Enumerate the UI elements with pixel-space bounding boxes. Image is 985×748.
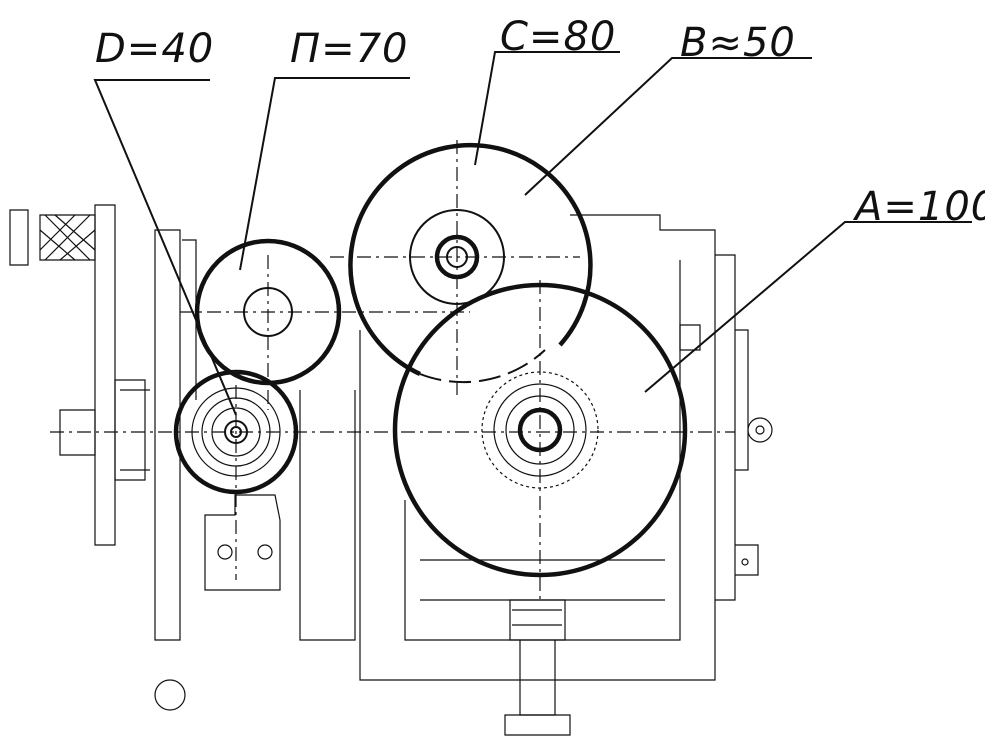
label-gear-b: B≈50 <box>680 20 796 66</box>
gear-p <box>194 238 342 386</box>
leader-lines <box>93 51 972 416</box>
gear-d <box>173 369 299 495</box>
label-gear-a: A=100 <box>852 184 985 230</box>
centre-lines <box>50 140 735 600</box>
label-gear-d: D=40 <box>95 26 214 72</box>
gear-c <box>348 142 593 384</box>
label-gear-p: П=70 <box>290 26 409 72</box>
gear-a <box>392 282 688 578</box>
gear-b <box>409 209 505 305</box>
label-gear-c: C=80 <box>500 14 616 60</box>
machine-housing <box>9 204 773 736</box>
